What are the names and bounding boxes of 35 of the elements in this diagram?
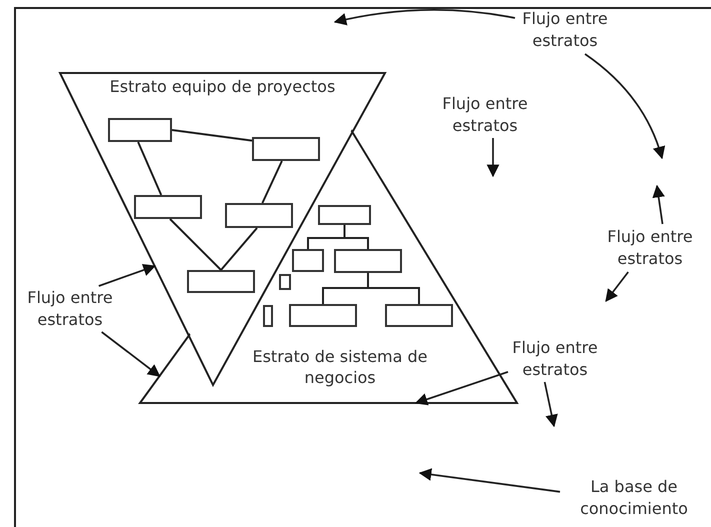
layer-title: Estrato de sistema de negocios (251, 346, 429, 388)
flow-label: Flujo entre estratos (441, 93, 529, 137)
arrow (334, 9, 516, 26)
flow-label: Flujo entre estratos (511, 337, 599, 381)
arrow (584, 53, 665, 160)
arrow (544, 382, 558, 428)
arrow (652, 184, 665, 224)
org-box (385, 304, 453, 327)
flow-label: La base de conocimiento (579, 476, 689, 520)
org-box (292, 249, 324, 272)
arrow (101, 331, 160, 377)
flow-label: Flujo entre estratos (26, 287, 114, 331)
flow-label: Flujo entre estratos (521, 8, 609, 52)
org-box (318, 205, 371, 225)
layer-title: Estrato equipo de proyectos (108, 76, 336, 97)
arrow (98, 264, 156, 287)
org-box (225, 203, 293, 228)
org-box (108, 118, 172, 142)
connector-line (169, 218, 222, 271)
org-box (263, 305, 273, 327)
org-box (187, 270, 255, 293)
arrow (605, 271, 629, 302)
flow-label: Flujo entre estratos (606, 226, 694, 270)
org-box (279, 274, 291, 290)
connector-line (262, 160, 283, 204)
connector-line (137, 142, 162, 196)
arrow (486, 138, 500, 178)
org-box (334, 249, 402, 273)
arrow (414, 371, 508, 406)
connector-line (220, 227, 258, 271)
connector-line (172, 129, 252, 142)
arrow (418, 468, 560, 493)
org-box (252, 137, 320, 161)
org-box (289, 304, 357, 327)
org-box (134, 195, 202, 219)
